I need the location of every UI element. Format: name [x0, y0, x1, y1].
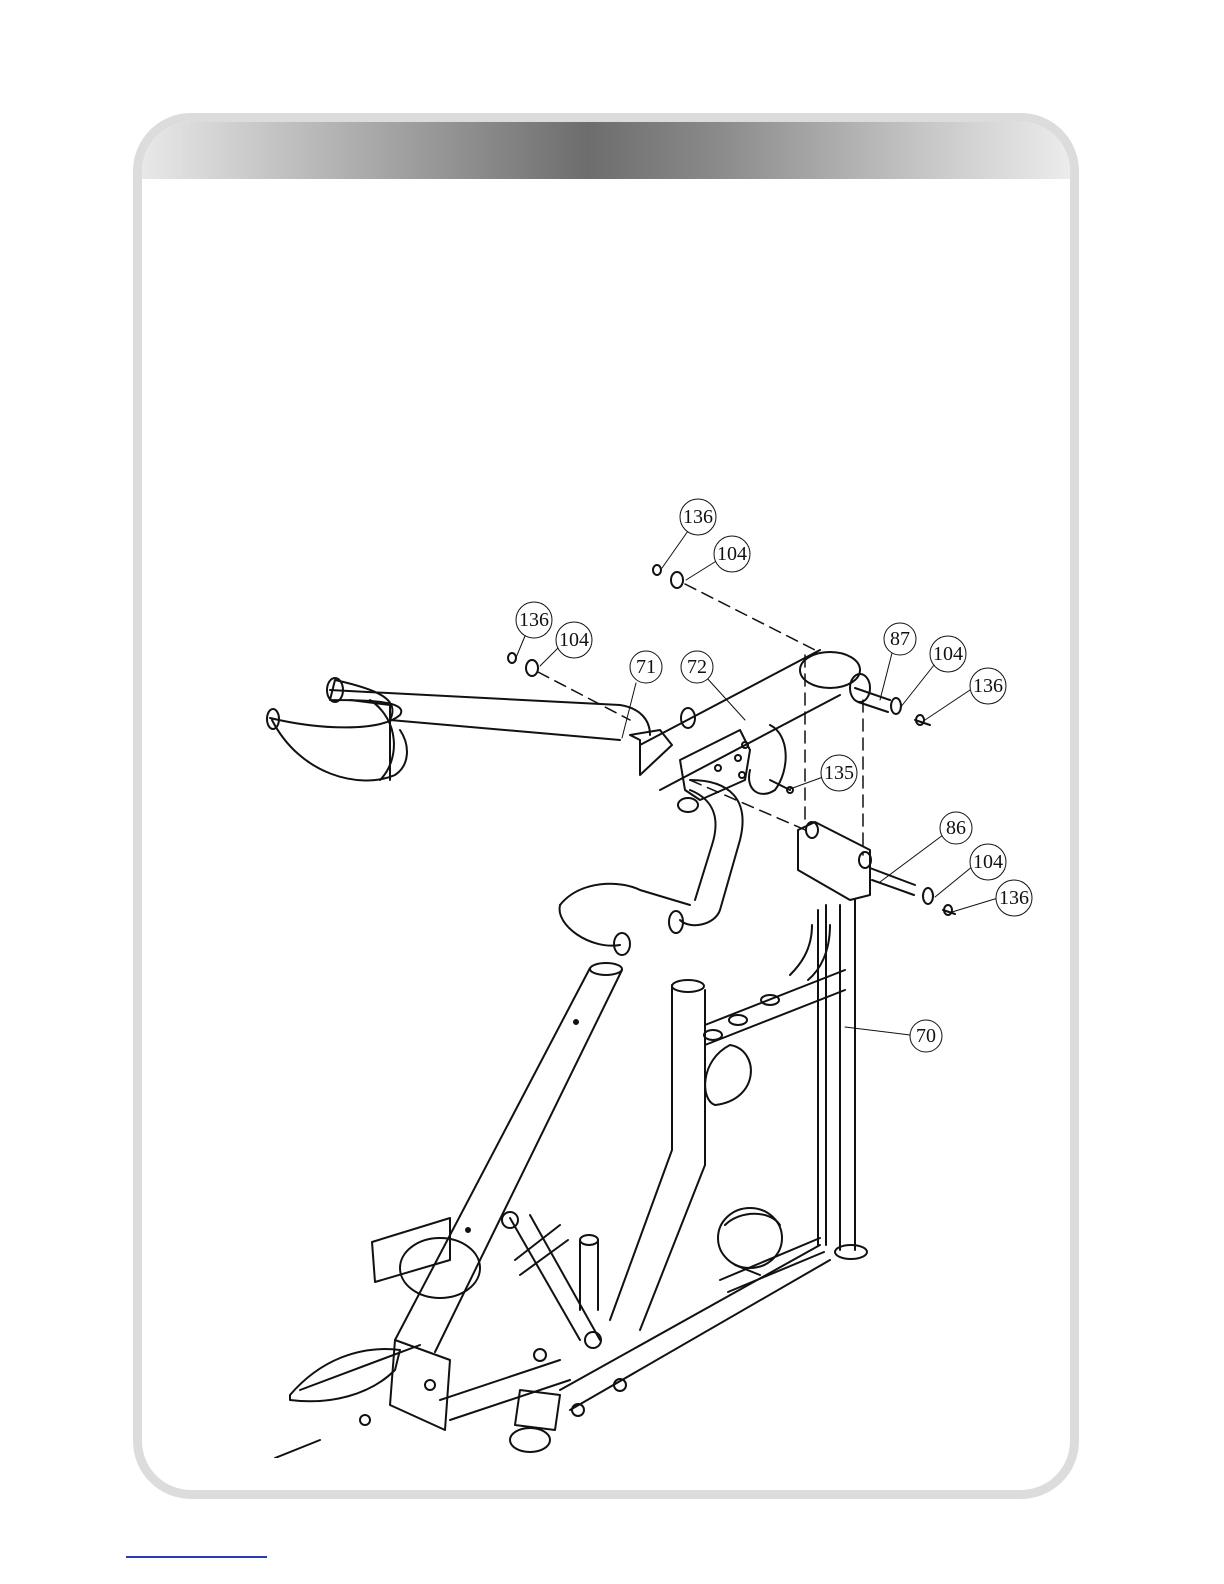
- leader-lines: [515, 531, 998, 1035]
- callout-label: 136: [973, 675, 1003, 697]
- callout-104-top: 104: [714, 536, 750, 572]
- callout-104-right-top: 104: [930, 636, 966, 672]
- hardware: [508, 565, 955, 915]
- callout-label: 136: [519, 609, 549, 631]
- callout-136-top: 136: [680, 499, 716, 535]
- callout-label: 104: [933, 643, 963, 665]
- callout-72: 72: [681, 651, 713, 683]
- assembly-guides: [538, 584, 863, 855]
- callout-104-left: 104: [556, 622, 592, 658]
- lower-weight-disc: [718, 1208, 782, 1275]
- callout-136-right-bottom: 136: [996, 880, 1032, 916]
- callout-label: 104: [973, 851, 1003, 873]
- footer-rule: [126, 1556, 267, 1558]
- callout-71: 71: [630, 651, 662, 683]
- callout-label: 71: [636, 656, 656, 678]
- rear-post: [610, 980, 705, 1330]
- frame-bracket: [798, 822, 871, 900]
- callout-label: 87: [890, 628, 910, 650]
- callout-label: 86: [946, 817, 966, 839]
- callout-label: 70: [916, 1025, 936, 1047]
- callout-70: 70: [910, 1020, 942, 1052]
- callout-86: 86: [940, 812, 972, 844]
- callout-136-right-top: 136: [970, 668, 1006, 704]
- callout-label: 136: [683, 506, 713, 528]
- callout-135: 135: [821, 755, 857, 791]
- callout-label: 104: [717, 543, 747, 565]
- angled-tube: [395, 963, 622, 1352]
- lower-linkage: [275, 1212, 626, 1458]
- main-frame: [560, 900, 867, 1410]
- callout-136-left: 136: [516, 602, 552, 638]
- callout-label: 136: [999, 887, 1029, 909]
- handlebar: [267, 678, 743, 955]
- callout-label: 104: [559, 629, 589, 651]
- callout-87: 87: [884, 623, 916, 655]
- callout-label: 135: [824, 762, 854, 784]
- callout-label: 72: [687, 656, 707, 678]
- callout-104-right-bottom: 104: [970, 844, 1006, 880]
